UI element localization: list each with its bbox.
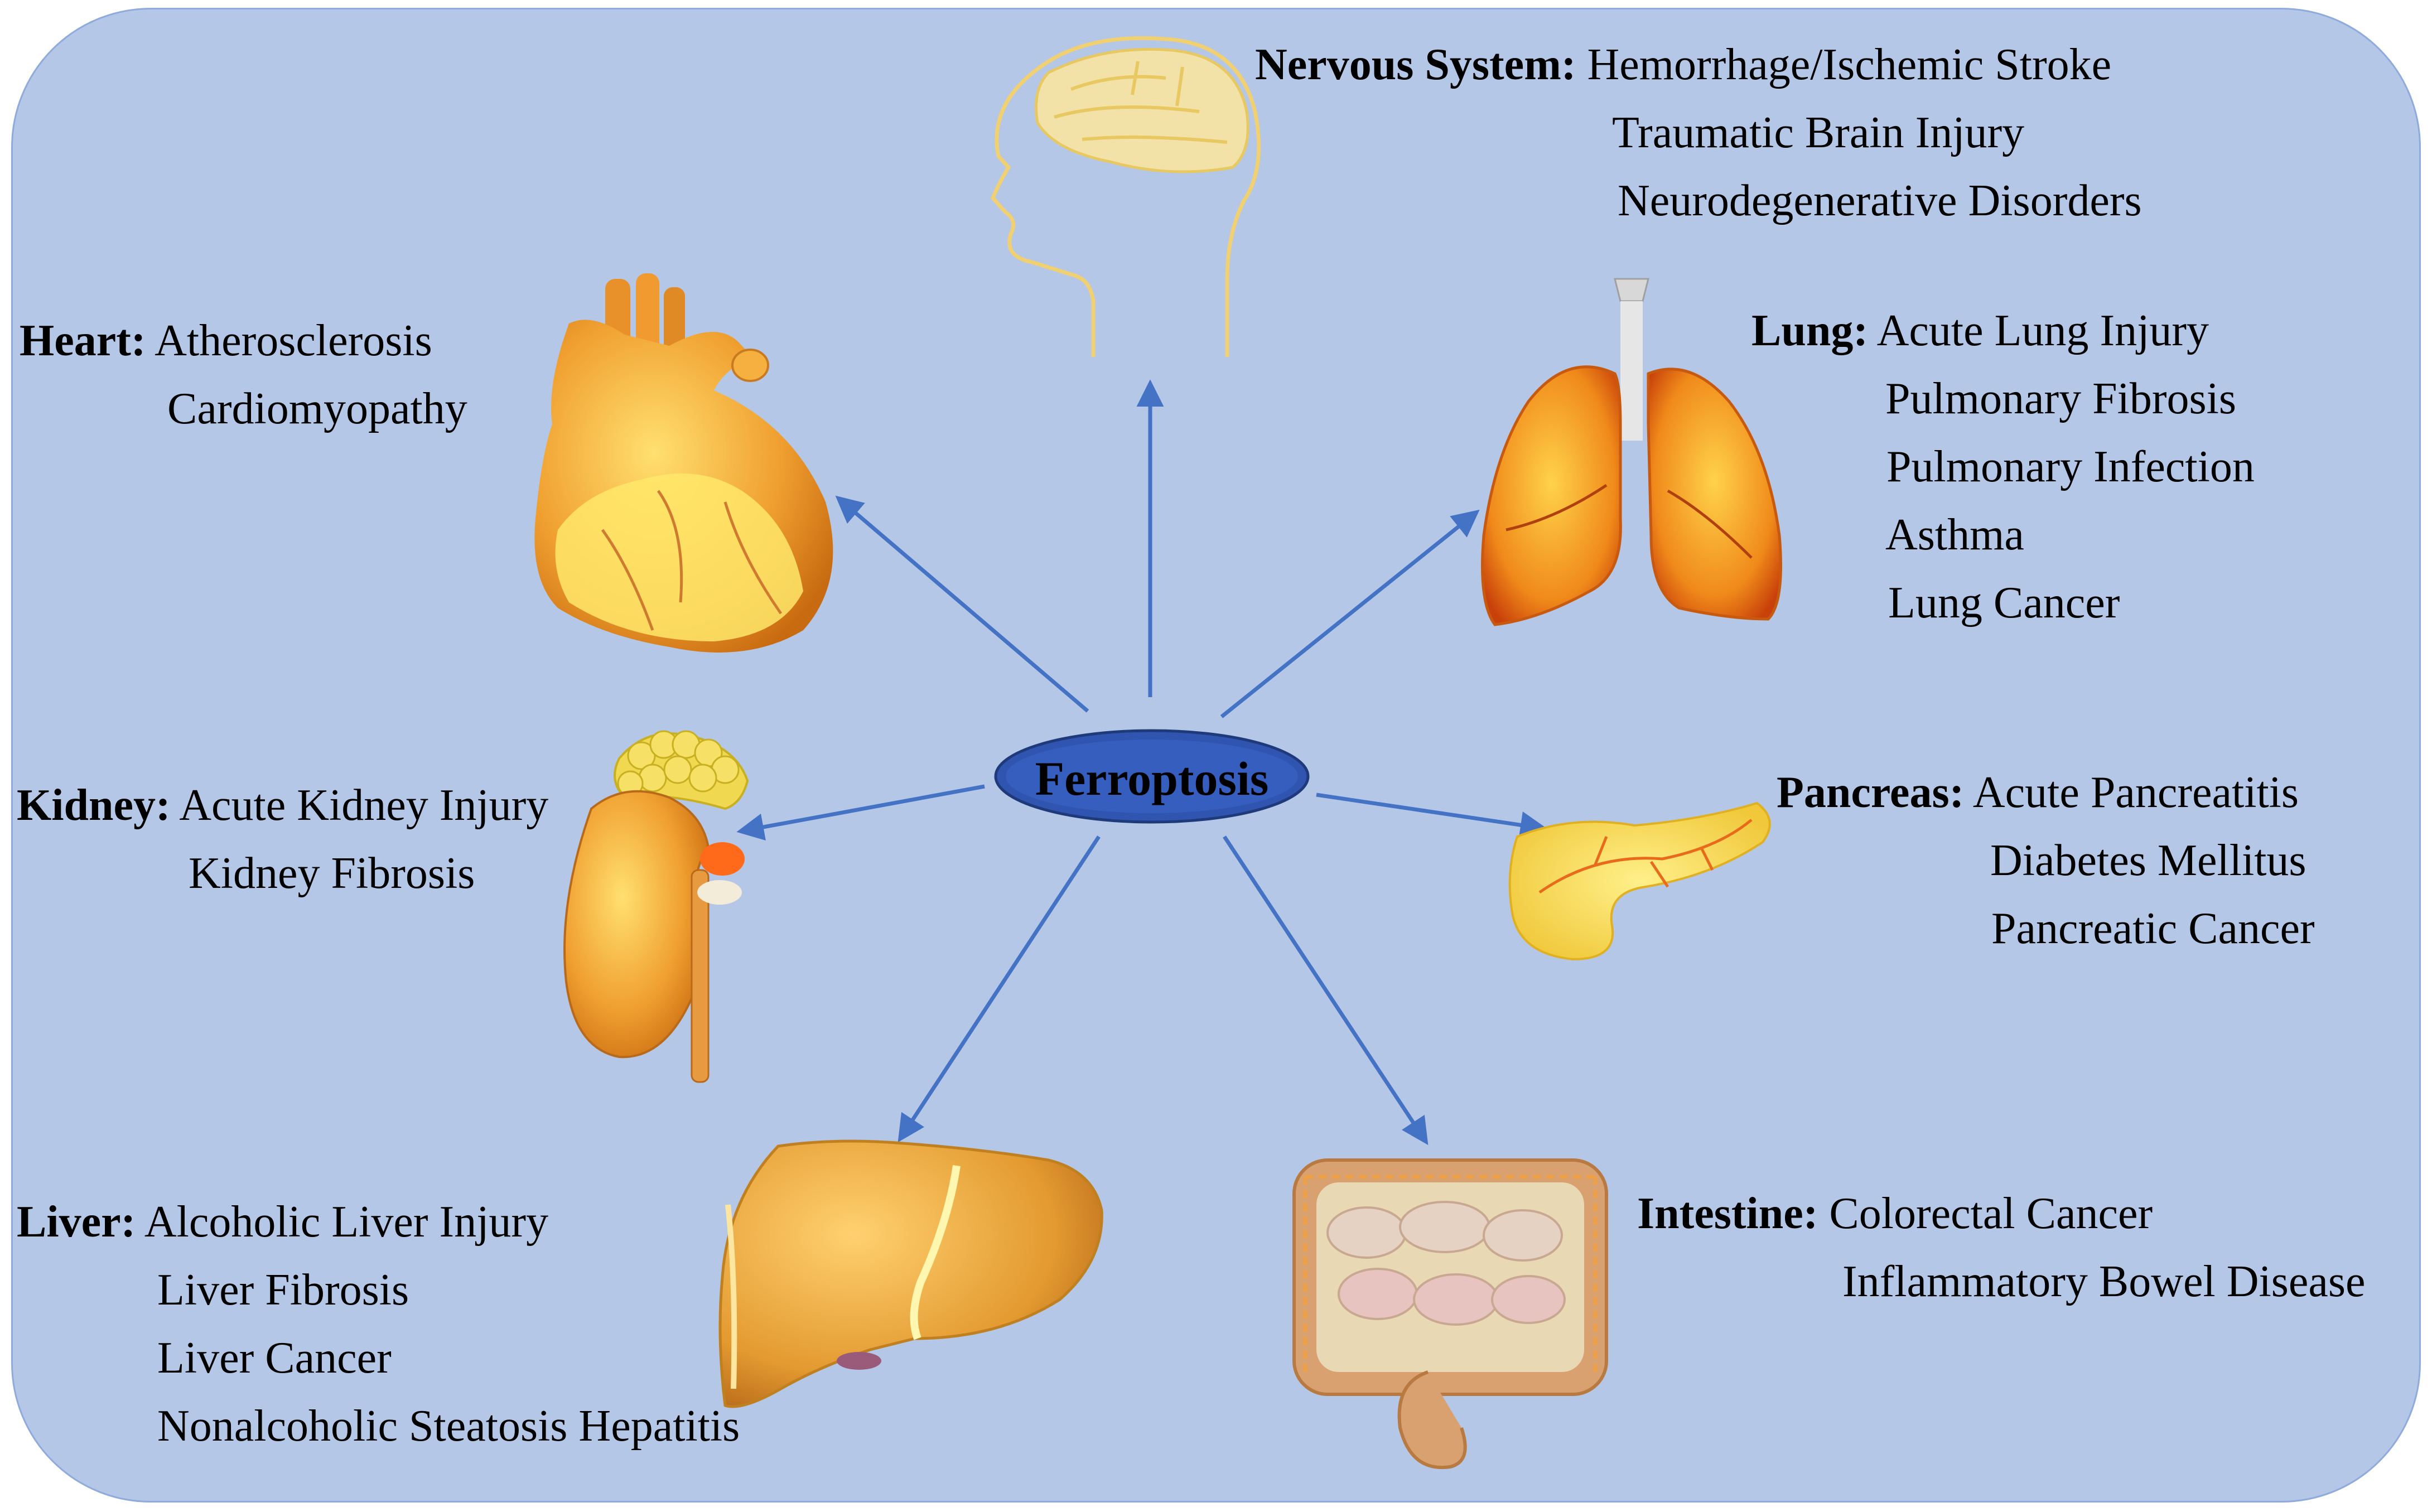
nervous-item: Hemorrhage/Ischemic Stroke bbox=[1587, 40, 2112, 89]
liver-label: Liver: Alcoholic Liver Injury Liver Fibr… bbox=[17, 1188, 740, 1460]
heart-label: Heart: Atherosclerosis Cardiomyopathy bbox=[20, 307, 467, 443]
arrows bbox=[736, 379, 1548, 1146]
liver-title: Liver: bbox=[17, 1197, 136, 1247]
pancreas-label: Pancreas: Acute Pancreatitis Diabetes Me… bbox=[1777, 759, 2315, 963]
heart-item: Cardiomyopathy bbox=[167, 384, 467, 433]
pancreas-item: Acute Pancreatitis bbox=[1972, 768, 2299, 817]
nervous-system-label: Nervous System: Hemorrhage/Ischemic Stro… bbox=[1255, 31, 2142, 235]
lung-item: Pulmonary Infection bbox=[1886, 442, 2255, 491]
arrow-to-liver bbox=[897, 835, 1101, 1143]
arrow-to-heart bbox=[835, 495, 1089, 713]
lungs-illustration bbox=[1481, 278, 1782, 626]
lung-label: Lung: Acute Lung Injury Pulmonary Fibros… bbox=[1751, 297, 2255, 637]
lung-item: Pulmonary Fibrosis bbox=[1885, 374, 2236, 423]
arrow-to-intestine bbox=[1223, 835, 1429, 1146]
lung-title: Lung: bbox=[1751, 306, 1868, 355]
liver-item: Nonalcoholic Steatosis Hepatitis bbox=[157, 1402, 740, 1451]
arrow-to-kidney bbox=[736, 784, 985, 841]
nervous-item: Traumatic Brain Injury bbox=[1612, 108, 2025, 157]
lung-item: Lung Cancer bbox=[1888, 578, 2120, 627]
heart-item: Atherosclerosis bbox=[155, 316, 432, 365]
intestine-label: Intestine: Colorectal Cancer Inflammator… bbox=[1637, 1180, 2366, 1316]
intestine-illustration bbox=[1292, 1158, 1608, 1470]
nervous-title: Nervous System: bbox=[1255, 40, 1576, 89]
liver-item: Liver Cancer bbox=[157, 1334, 392, 1383]
ferroptosis-label: Ferroptosis bbox=[1035, 752, 1269, 805]
arrow-to-pancreas bbox=[1316, 793, 1548, 839]
liver-illustration bbox=[718, 1139, 1103, 1408]
nervous-item: Neurodegenerative Disorders bbox=[1618, 176, 2142, 225]
intestine-item: Inflammatory Bowel Disease bbox=[1842, 1257, 2366, 1306]
kidney-illustration bbox=[563, 730, 749, 1083]
pancreas-title: Pancreas: bbox=[1777, 768, 1965, 817]
lung-item: Asthma bbox=[1885, 510, 2024, 559]
pancreas-illustration bbox=[1508, 801, 1771, 961]
kidney-item: Acute Kidney Injury bbox=[179, 781, 549, 830]
head-brain-illustration bbox=[990, 36, 1261, 357]
liver-item: Alcoholic Liver Injury bbox=[144, 1197, 549, 1247]
pancreas-item: Diabetes Mellitus bbox=[1990, 836, 2306, 885]
kidney-label: Kidney: Acute Kidney Injury Kidney Fibro… bbox=[17, 771, 548, 907]
intestine-title: Intestine: bbox=[1637, 1189, 1818, 1238]
heart-illustration bbox=[534, 273, 833, 653]
lung-item: Acute Lung Injury bbox=[1876, 306, 2209, 355]
intestine-item: Colorectal Cancer bbox=[1829, 1189, 2153, 1238]
heart-title: Heart: bbox=[20, 316, 146, 365]
pancreas-item: Pancreatic Cancer bbox=[1991, 904, 2315, 953]
arrow-to-lung bbox=[1220, 509, 1480, 718]
liver-item: Liver Fibrosis bbox=[157, 1265, 409, 1315]
kidney-title: Kidney: bbox=[17, 781, 171, 830]
kidney-item: Kidney Fibrosis bbox=[189, 849, 475, 898]
